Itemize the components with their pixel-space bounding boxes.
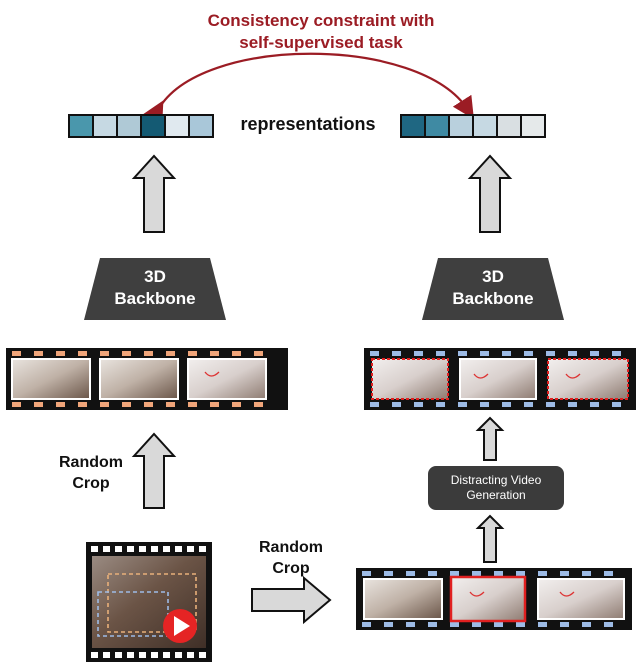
left-rep-cell [118,116,142,136]
up-arrow-right-top [467,154,513,233]
left-rep-cell [166,116,190,136]
left-rep-cell [94,116,118,136]
generation-line-1: Distracting Video [450,473,542,487]
up-arrow-left-top [131,154,177,233]
middle-random-crop-line-2: Crop [272,560,310,577]
left-random-crop-line-2: Crop [72,475,110,492]
title-line-1: Consistency constraint with [207,11,435,30]
right-backbone: 3D Backbone [422,266,564,310]
title-line-2: self-supervised task [239,33,403,52]
right-rep-cell [450,116,474,136]
left-representation-bar [68,114,214,138]
up-arrow-left-bottom [131,432,177,509]
left-random-crop-line-1: Random [59,454,123,471]
representations-label: representations [240,114,376,134]
left-backbone-shape [84,258,226,320]
right-rep-cell [522,116,544,136]
distracting-video-generation-box: Distracting Video Generation [428,466,564,510]
right-rep-cell [402,116,426,136]
right-film-strip [364,348,636,410]
left-backbone-line-1: 3D [144,267,166,286]
left-random-crop-label: Random Crop [50,452,132,494]
right-rep-cell [474,116,498,136]
left-backbone: 3D Backbone [84,266,226,310]
right-rep-cell [498,116,522,136]
source-video [86,542,212,662]
left-backbone-line-2: Backbone [114,289,196,308]
left-film-strip [6,348,288,410]
up-arrow-right-low [475,514,505,563]
consistency-arrow [143,52,474,125]
middle-random-crop-line-1: Random [259,539,323,556]
right-representation-bar [400,114,546,138]
right-backbone-line-1: 3D [482,267,504,286]
right-backbone-line-2: Backbone [452,289,534,308]
left-rep-cell [70,116,94,136]
right-rep-cell [426,116,450,136]
right-backbone-shape [422,258,564,320]
generation-line-2: Generation [466,488,526,502]
up-arrow-right-mid [475,416,505,461]
middle-random-crop-label: Random Crop [246,537,336,579]
left-rep-cell [142,116,166,136]
right-arrow-middle [251,575,332,625]
bottom-film-strip [356,568,632,630]
left-rep-cell [190,116,212,136]
